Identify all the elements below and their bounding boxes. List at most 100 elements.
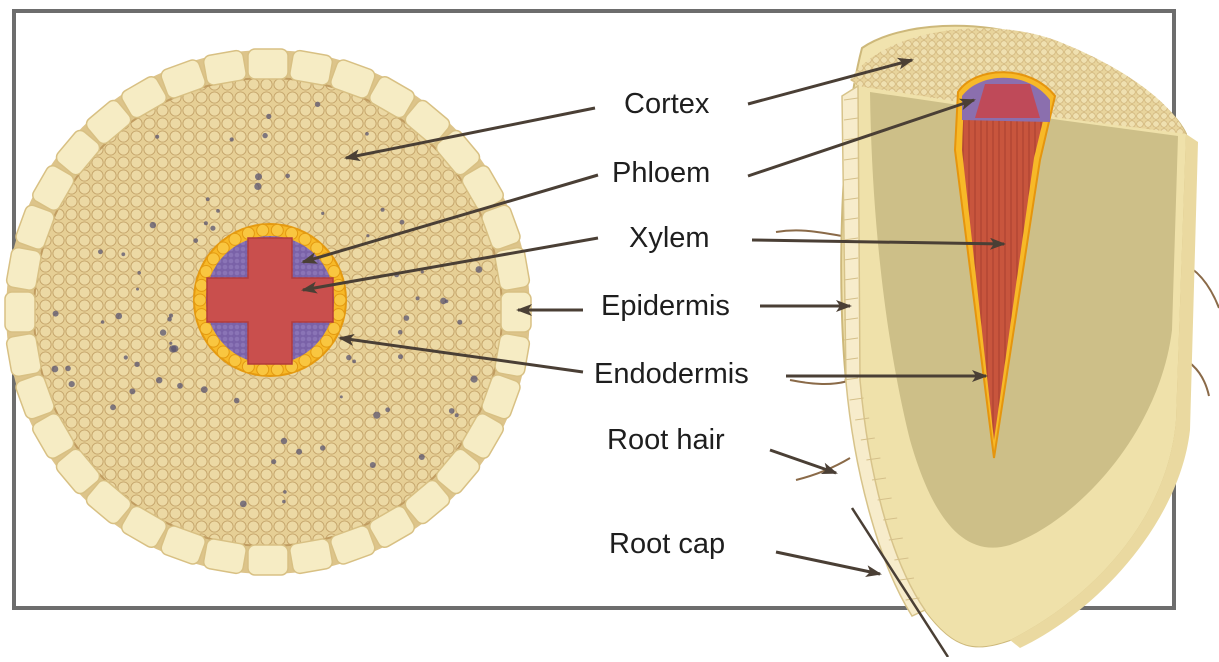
label-endodermis: Endodermis — [594, 358, 749, 391]
intercellular-space — [129, 388, 135, 394]
endodermis-cell — [271, 364, 283, 376]
intercellular-space — [404, 315, 410, 321]
epidermis-cell — [494, 333, 530, 378]
root-cross-section — [5, 49, 531, 575]
epidermis-cell — [6, 247, 42, 292]
intercellular-space — [171, 345, 178, 352]
epidermis-cell — [248, 49, 288, 79]
epidermis-cell — [289, 538, 334, 574]
intercellular-space — [321, 212, 324, 215]
intercellular-space — [160, 329, 166, 335]
intercellular-space — [206, 197, 210, 201]
intercellular-space — [262, 133, 267, 138]
intercellular-space — [124, 355, 128, 359]
intercellular-space — [282, 500, 286, 504]
intercellular-space — [216, 209, 220, 213]
xylem-top — [975, 84, 1040, 118]
endodermis-cell — [207, 253, 219, 265]
endodermis-cell — [321, 335, 333, 347]
intercellular-space — [449, 408, 455, 414]
intercellular-space — [271, 459, 276, 464]
endodermis-cell — [299, 355, 311, 367]
intercellular-space — [110, 404, 116, 410]
arrow-root-hair — [770, 450, 836, 473]
intercellular-space — [98, 249, 103, 254]
intercellular-space — [155, 135, 159, 139]
endodermis-cell — [311, 242, 323, 254]
intercellular-space — [455, 413, 459, 417]
intercellular-space — [116, 313, 123, 320]
endodermis-cell — [328, 323, 340, 335]
intercellular-space — [398, 354, 403, 359]
intercellular-space — [210, 226, 215, 231]
epidermis-cell — [5, 292, 35, 332]
intercellular-space — [177, 383, 183, 389]
intercellular-space — [137, 271, 141, 275]
intercellular-space — [398, 330, 403, 335]
intercellular-space — [296, 449, 302, 455]
intercellular-space — [230, 137, 234, 141]
epidermis-cell — [6, 333, 42, 378]
epidermis-cell — [248, 545, 288, 575]
epidermis-cell — [501, 292, 531, 332]
intercellular-space — [352, 360, 356, 364]
intercellular-space — [193, 238, 198, 243]
intercellular-space — [281, 438, 287, 444]
intercellular-space — [254, 183, 261, 190]
intercellular-space — [400, 220, 405, 225]
endodermis-cell — [328, 266, 340, 278]
intercellular-space — [201, 386, 208, 393]
intercellular-space — [204, 221, 208, 225]
epidermis-cell — [203, 538, 248, 574]
intercellular-space — [234, 398, 240, 404]
intercellular-space — [421, 270, 424, 273]
intercellular-space — [366, 234, 369, 237]
epidermis-cell — [289, 50, 334, 86]
endodermis-cell — [194, 294, 206, 306]
endodermis-cell — [217, 242, 229, 254]
intercellular-space — [457, 320, 462, 325]
endodermis-cell — [196, 309, 208, 321]
intercellular-space — [416, 296, 420, 300]
label-epidermis: Epidermis — [601, 290, 730, 323]
intercellular-space — [69, 381, 75, 387]
intercellular-space — [167, 317, 172, 322]
intercellular-space — [121, 252, 125, 256]
intercellular-space — [65, 366, 71, 372]
intercellular-space — [381, 208, 385, 212]
intercellular-space — [52, 366, 59, 373]
intercellular-space — [419, 454, 425, 460]
endodermis-cell — [196, 279, 208, 291]
intercellular-space — [373, 412, 380, 419]
intercellular-space — [370, 462, 376, 468]
intercellular-space — [315, 102, 320, 107]
epidermis-cell — [203, 50, 248, 86]
intercellular-space — [101, 320, 105, 324]
intercellular-space — [365, 132, 369, 136]
endodermis-cell — [257, 224, 269, 236]
intercellular-space — [134, 362, 139, 367]
root-longitudinal-section — [776, 26, 1219, 657]
intercellular-space — [445, 300, 449, 304]
label-cortex: Cortex — [624, 88, 709, 121]
label-xylem: Xylem — [629, 222, 710, 255]
intercellular-space — [476, 266, 483, 273]
endodermis-cell — [229, 355, 241, 367]
intercellular-space — [266, 114, 271, 119]
intercellular-space — [340, 395, 343, 398]
endodermis-cell — [207, 335, 219, 347]
intercellular-space — [283, 490, 287, 494]
label-root-cap: Root cap — [609, 528, 725, 561]
endodermis-cell — [334, 294, 346, 306]
intercellular-space — [240, 501, 247, 508]
endodermis-cell — [271, 224, 283, 236]
intercellular-space — [150, 222, 156, 228]
endodermis-cell — [333, 309, 345, 321]
endodermis-cell — [299, 233, 311, 245]
label-root-hair: Root hair — [607, 424, 725, 457]
intercellular-space — [156, 377, 162, 383]
endodermis-cell — [200, 266, 212, 278]
root-hair-strand — [776, 230, 842, 236]
endodermis-cell — [257, 364, 269, 376]
